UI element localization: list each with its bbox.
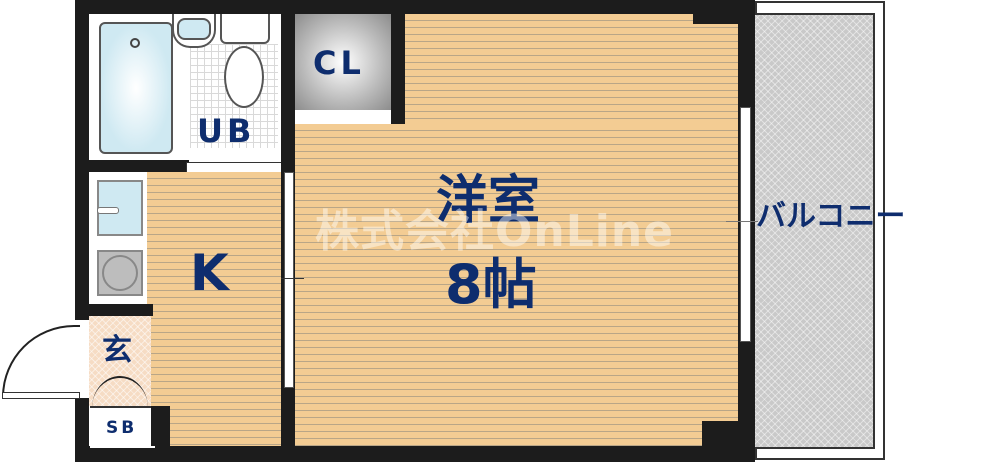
outer-wall-left [75, 0, 89, 320]
western-room-corner-bottom [702, 421, 738, 446]
outer-wall-top [75, 0, 755, 14]
shoe-box-label: SB [106, 418, 138, 438]
western-room-floor [295, 124, 738, 446]
western-room-label: 洋室 [436, 171, 541, 231]
kitchen-floor [147, 172, 281, 446]
balcony-window[interactable] [740, 107, 751, 342]
western-room-size: 8帖 [445, 253, 537, 316]
shoe-box [90, 406, 155, 448]
western-room-corner-top [693, 14, 738, 24]
bathtub-drain-icon [130, 38, 140, 48]
faucet-icon [97, 207, 119, 214]
shoe-box-wall-right [151, 406, 170, 446]
outer-wall-bottom [75, 446, 755, 462]
stove-burner-icon [102, 255, 138, 291]
closet-door-opening [299, 110, 391, 124]
watermark: 株式会社OnLine [315, 206, 675, 257]
sliding-door[interactable] [284, 172, 294, 388]
unit-bath-wall-right [281, 0, 295, 172]
balcony-label: バルコニー [755, 199, 906, 234]
entrance-label: 玄 [102, 333, 132, 368]
western-room-floor-upper [405, 14, 738, 124]
sink-basin [177, 18, 211, 40]
unit-bath-wall-bottom [89, 160, 189, 172]
closet-label: CL [313, 44, 365, 82]
unit-bath-label: UB [197, 112, 256, 150]
closet-wall-right [391, 14, 405, 124]
shoe-box-doors[interactable] [92, 376, 148, 408]
unit-bath-tile-floor [190, 44, 278, 148]
balcony-marker [726, 221, 758, 222]
kitchen-wall-lower [75, 304, 153, 316]
sliding-door-marker [272, 278, 304, 279]
balcony-floor [755, 13, 875, 449]
toilet-bowl [224, 46, 264, 108]
closet-area [295, 14, 391, 110]
kitchen-label: K [190, 244, 229, 302]
entrance-door-leaf[interactable] [2, 392, 80, 399]
toilet-tank [220, 14, 270, 44]
entrance-door-swing[interactable] [2, 325, 80, 397]
